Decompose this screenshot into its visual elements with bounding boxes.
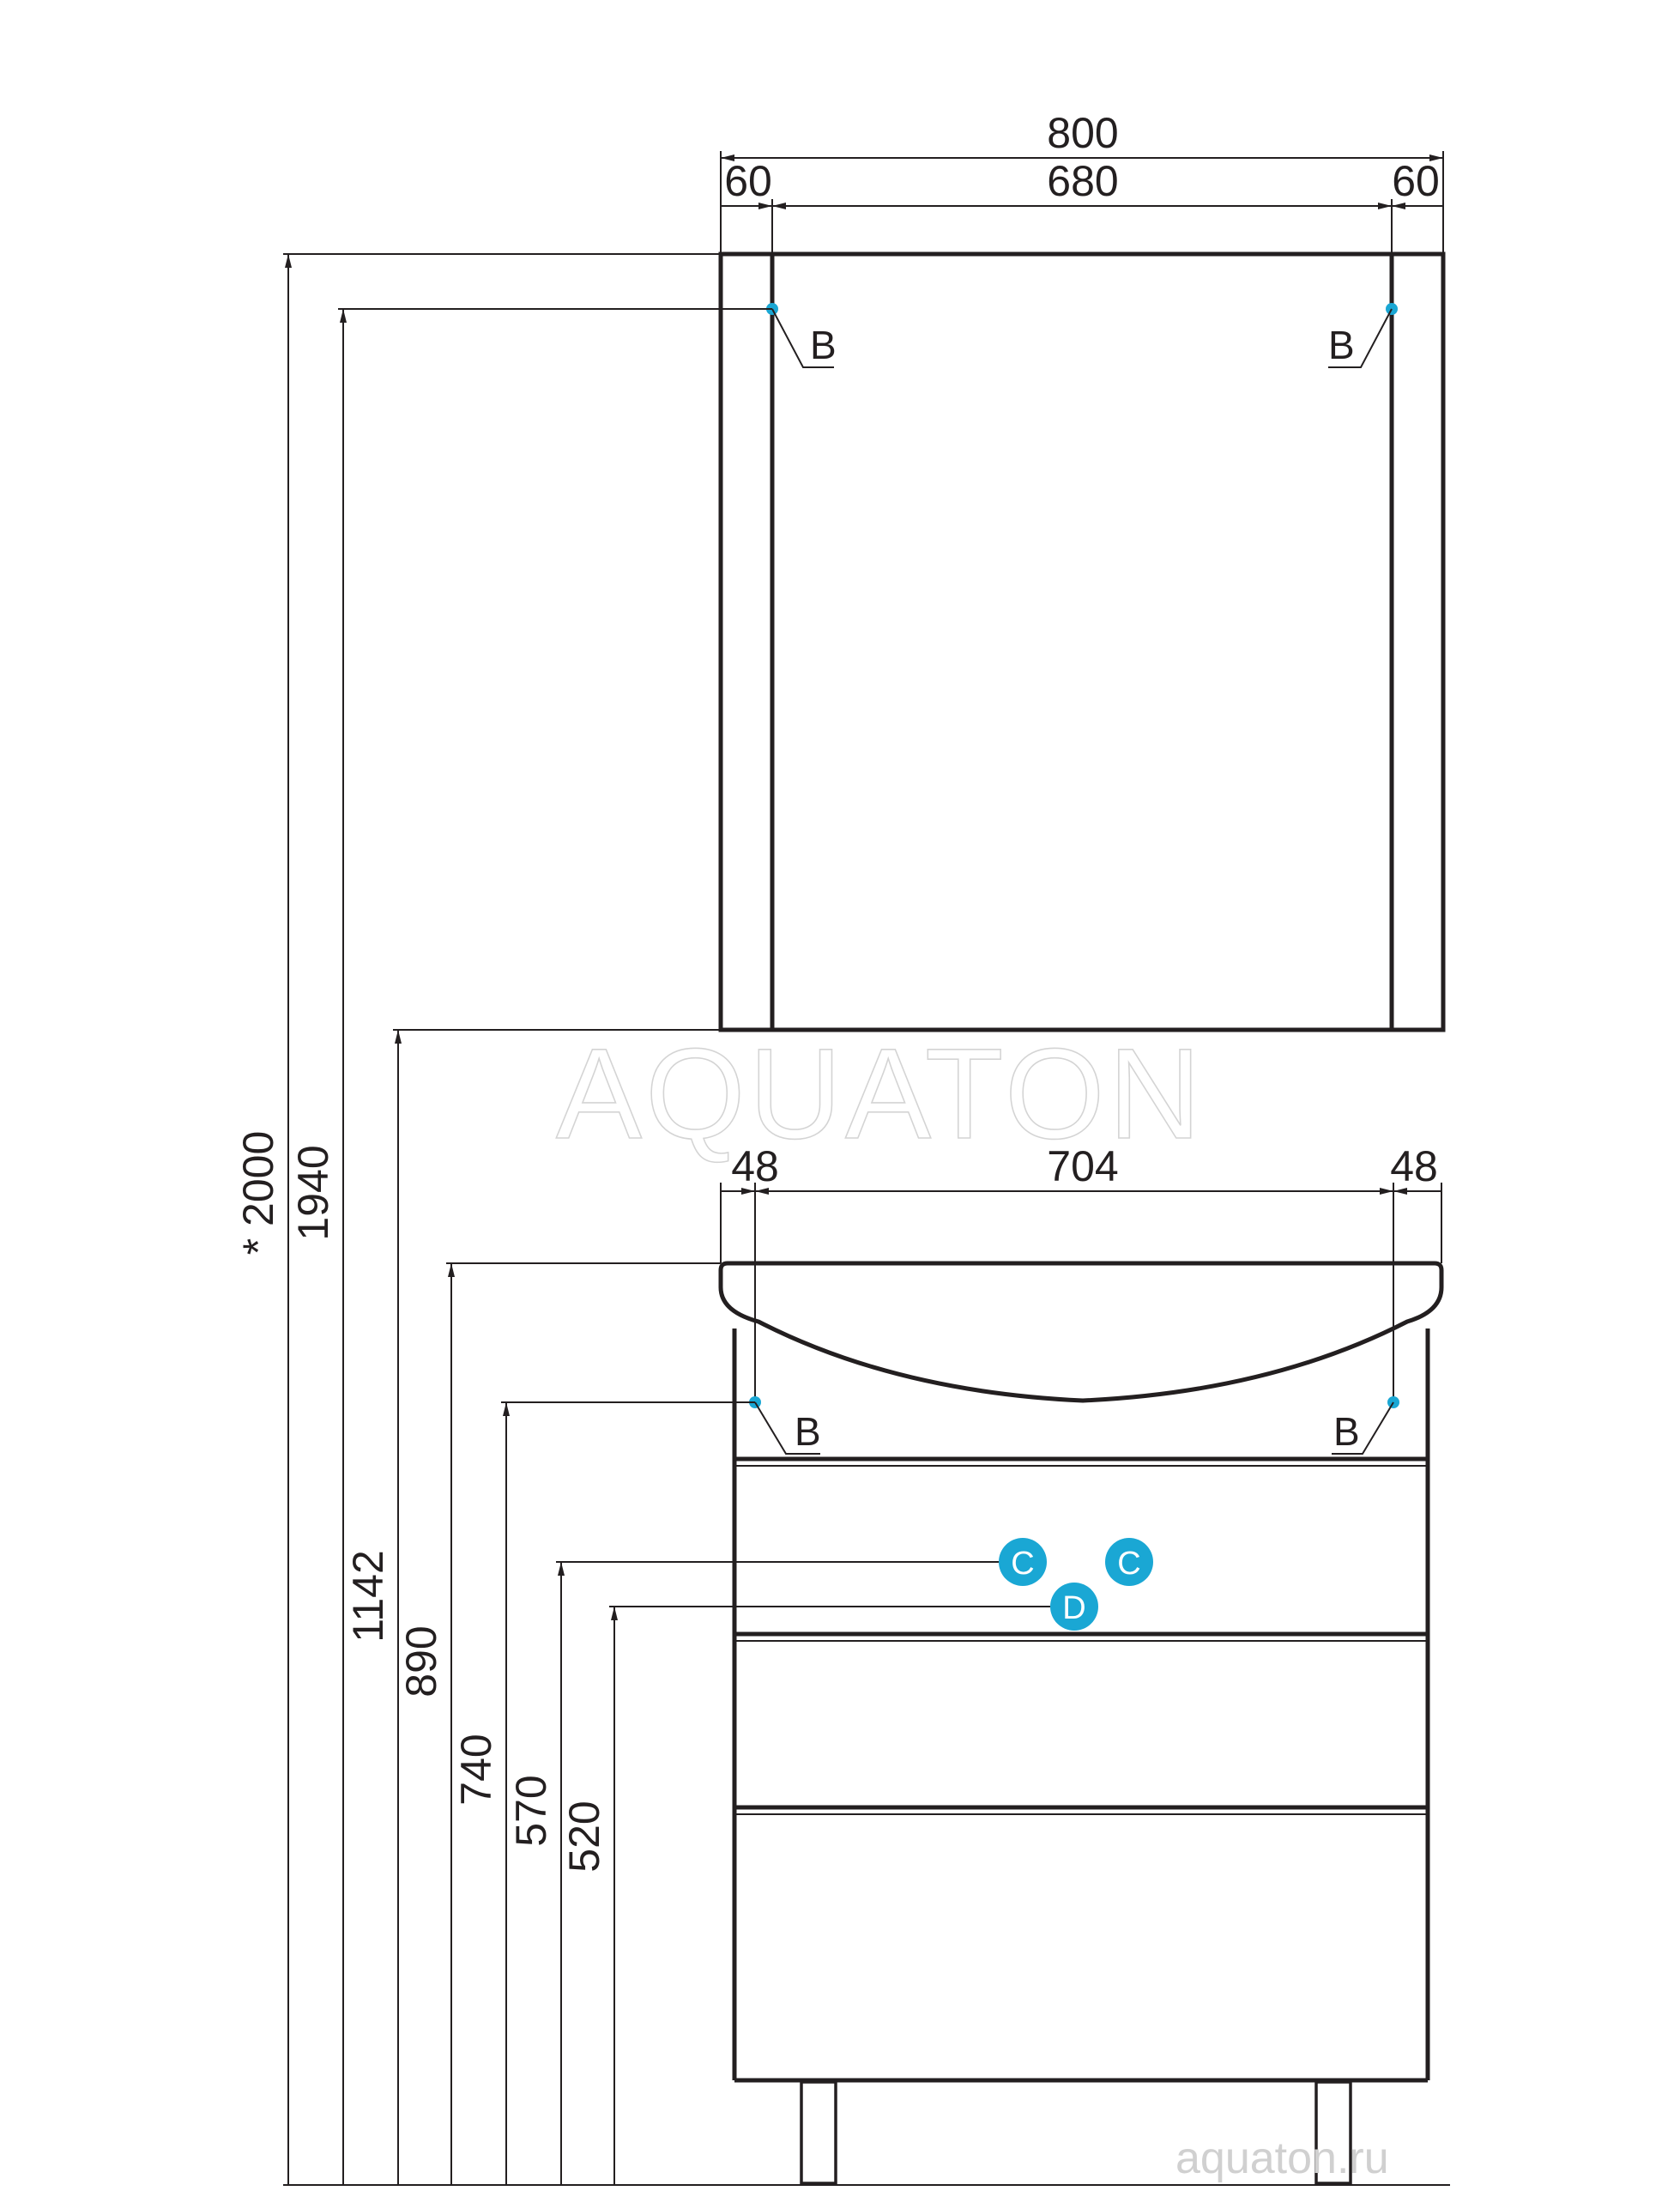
height-inlets-label: 570 — [507, 1775, 555, 1846]
cabinet-width-dimensions: 48 704 48 — [720, 1142, 1442, 1402]
mirror-left-strip-label: 60 — [724, 157, 772, 205]
drain-letter: D — [1062, 1590, 1085, 1626]
inlet-right-letter: C — [1117, 1546, 1140, 1582]
mirror-right-strip-label: 60 — [1392, 157, 1440, 205]
basin-top — [718, 1261, 1444, 1403]
cabinet-leg-left — [800, 2080, 837, 2185]
mirror-width-label: 800 — [1047, 109, 1118, 157]
height-drain-label: 520 — [560, 1801, 608, 1872]
cabinet-mount-point-left: B — [749, 1396, 821, 1455]
mirror-center-width-label: 680 — [1047, 157, 1118, 205]
inlet-left-letter: C — [1011, 1546, 1034, 1582]
drain-outlet: D — [1050, 1583, 1098, 1631]
height-basin-top-label: 890 — [397, 1625, 445, 1697]
mirror-point-left-letter: B — [810, 323, 837, 367]
cabinet-leg-right — [1314, 2080, 1352, 2185]
cabinet-mount-point-right: B — [1332, 1396, 1399, 1455]
height-mirror-bottom-label: 1142 — [344, 1550, 392, 1643]
cabinet-left-margin-label: 48 — [731, 1142, 779, 1190]
height-cabinet-mount-label: 740 — [452, 1734, 500, 1805]
water-inlet-right: C — [1105, 1538, 1153, 1586]
cabinet-point-right-letter: B — [1333, 1409, 1360, 1454]
water-inlet-left: C — [999, 1538, 1047, 1586]
mirror — [718, 251, 1446, 1032]
mirror-mount-point-right: B — [1328, 303, 1398, 368]
height-dimensions: * 2000 1940 1142 890 740 570 520 — [234, 253, 1450, 2186]
cabinet-right-margin-label: 48 — [1390, 1142, 1438, 1190]
height-total-label: * 2000 — [234, 1131, 282, 1256]
mirror-outer-frame — [718, 251, 1446, 1032]
mirror-width-dimensions: 800 60 680 60 — [720, 109, 1444, 316]
website-text: aquaton.ru — [1175, 2133, 1389, 2183]
cabinet-center-width-label: 704 — [1047, 1142, 1118, 1190]
watermark-text: AQUATON — [556, 1021, 1205, 1165]
cabinet-point-left-letter: B — [795, 1409, 821, 1454]
mirror-mount-point-left: B — [766, 303, 837, 368]
mirror-point-right-letter: B — [1328, 323, 1355, 367]
vanity-cabinet — [718, 1261, 1444, 2185]
height-mirror-mount-label: 1940 — [289, 1145, 337, 1240]
